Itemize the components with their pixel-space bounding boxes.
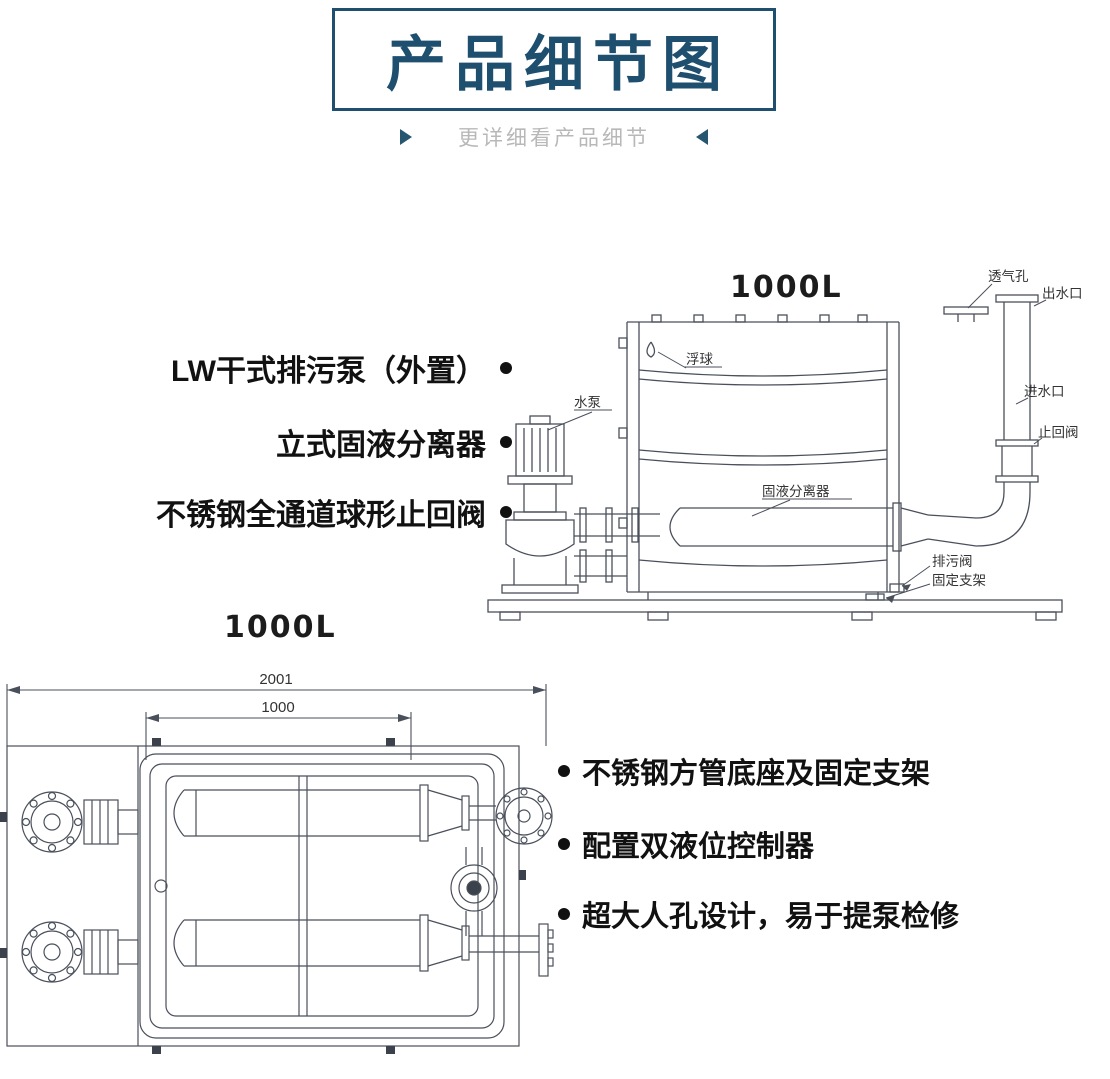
subtitle-text: 更详细看产品细节	[458, 127, 650, 150]
top-diagram-capacity-label: 1000L	[730, 270, 843, 305]
frame-bolts	[0, 738, 526, 1054]
fixed-bracket	[865, 593, 885, 601]
dimension-overall-label: 2001	[259, 671, 292, 688]
bullet-icon	[558, 838, 570, 850]
label-inlet: 进水口	[1024, 384, 1065, 399]
outer-frame	[6, 745, 520, 1047]
tank-body	[618, 314, 900, 600]
drain-valve	[889, 583, 905, 593]
feature-label: 立式固液分离器	[276, 429, 486, 462]
label-separator: 固液分离器	[762, 483, 830, 499]
small-port	[154, 879, 168, 893]
leader-lines	[547, 283, 1047, 599]
bullet-icon	[500, 362, 512, 374]
solid-liquid-separator	[669, 502, 929, 552]
top-view-technical-drawing: 2001 1000	[0, 671, 554, 1054]
tank-outline	[139, 753, 505, 1039]
features-left-list: LW干式排污泵（外置） 立式固液分离器 不锈钢全通道球形止回阀	[0, 346, 512, 546]
label-vent: 透气孔	[988, 269, 1029, 284]
valve-top-view	[450, 847, 498, 936]
feature-item-separator: 立式固液分离器	[276, 420, 512, 464]
feature-label: 不锈钢全通道球形止回阀	[156, 499, 486, 532]
features-right-list: 不锈钢方管底座及固定支架 配置双液位控制器 超大人孔设计，易于提泵检修	[558, 750, 1110, 950]
pump-assembly	[501, 415, 579, 594]
dimension-overall	[6, 684, 547, 746]
bullet-icon	[500, 436, 512, 448]
feature-item-manhole: 超大人孔设计，易于提泵检修	[558, 893, 959, 935]
subtitle-row: 更详细看产品细节	[332, 121, 776, 153]
label-outlet: 出水口	[1042, 286, 1083, 301]
label-pump: 水泵	[574, 395, 601, 410]
separator-top-view-1	[173, 784, 496, 842]
outlet-flange-top-view	[495, 787, 553, 845]
title-box: 产品细节图	[332, 8, 776, 111]
feature-label: 配置双液位控制器	[582, 831, 815, 863]
label-check-valve: 止回阀	[1038, 425, 1079, 440]
side-view-technical-drawing: 透气孔 出水口 进水口 止回阀 浮球 水泵 固液分离器 排污阀 固定支架	[487, 269, 1083, 621]
bullet-icon	[558, 908, 570, 920]
base-plate	[487, 599, 1063, 621]
feature-item-pump: LW干式排污泵（外置）	[171, 346, 512, 390]
dimension-arrows	[7, 686, 546, 722]
feature-item-base-bracket: 不锈钢方管底座及固定支架	[558, 750, 930, 792]
feature-label: 超大人孔设计，易于提泵检修	[582, 901, 960, 933]
right-pipe-flange	[538, 923, 554, 977]
feature-item-level-controller: 配置双液位控制器	[558, 823, 814, 865]
feature-label: LW干式排污泵（外置）	[171, 355, 486, 388]
arrow-left-icon	[696, 129, 708, 145]
bottom-diagram-capacity-label: 1000L	[224, 610, 337, 645]
bullet-icon	[500, 506, 512, 518]
pump-discharge-piping	[574, 507, 660, 583]
pump-top-view-2	[21, 921, 139, 983]
bullet-icon	[558, 765, 570, 777]
feature-label: 不锈钢方管底座及固定支架	[582, 758, 931, 790]
dimension-inner	[145, 712, 412, 760]
label-drain-valve: 排污阀	[932, 554, 973, 569]
leader-arrowheads	[886, 584, 911, 603]
feature-item-check-valve: 不锈钢全通道球形止回阀	[156, 490, 512, 534]
dimension-inner-label: 1000	[261, 699, 294, 716]
label-float: 浮球	[686, 352, 714, 367]
page-title: 产品细节图	[386, 31, 731, 98]
separator-top-view-2	[173, 914, 539, 972]
pump-top-view-1	[21, 791, 139, 853]
float-ball	[646, 341, 656, 358]
outlet-pipe	[927, 294, 1039, 547]
arrow-right-icon	[400, 129, 412, 145]
label-bracket: 固定支架	[932, 573, 986, 588]
vent-pipe	[943, 306, 989, 322]
